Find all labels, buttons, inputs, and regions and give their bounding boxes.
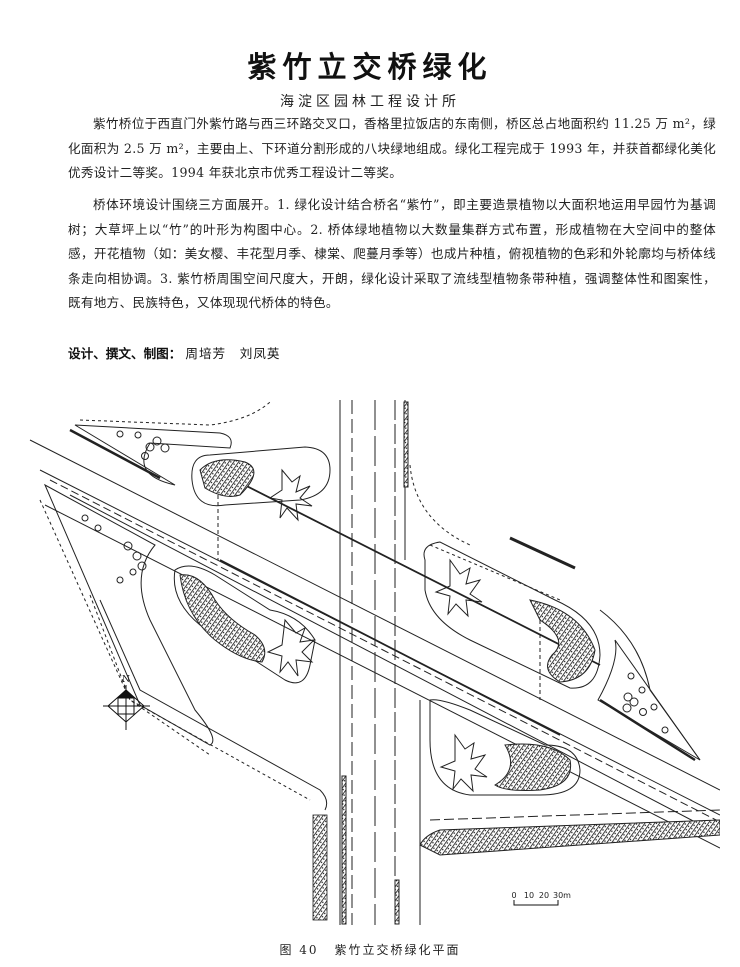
credits-names: 周培芳 刘凤英 [185,346,281,361]
body-paragraph-2: 桥体环境设计围绕三方面展开。1. 绿化设计结合桥名“紫竹”，即主要造景植物以大面… [68,197,716,310]
svg-text:30m: 30m [553,891,571,900]
figure-caption-text: 紫竹立交桥绿化平面 [334,943,461,957]
svg-text:10: 10 [524,891,534,900]
svg-text:20: 20 [539,891,549,900]
author-organization: 海淀区园林工程设计所 [280,94,460,110]
credits-line: 设计、撰文、制图：周培芳 刘凤英 [68,343,281,362]
svg-text:N: N [122,675,130,685]
svg-text:0: 0 [511,891,516,900]
page-title: 紫竹立交桥绿化 [247,50,493,84]
figure-number: 图 40 [279,943,319,957]
north-arrow-icon: N [103,675,150,730]
figure-caption: 图 40 紫竹立交桥绿化平面 [0,941,740,958]
site-plan-drawing: N 0 10 20 30m [29,400,720,925]
body-paragraph-1: 紫竹桥位于西直门外紫竹路与西三环路交叉口，香格里拉饭店的东南侧，桥区总占地面积约… [68,116,716,180]
credits-label: 设计、撰文、制图： [68,346,182,361]
scale-bar: 0 10 20 30m [511,891,571,906]
